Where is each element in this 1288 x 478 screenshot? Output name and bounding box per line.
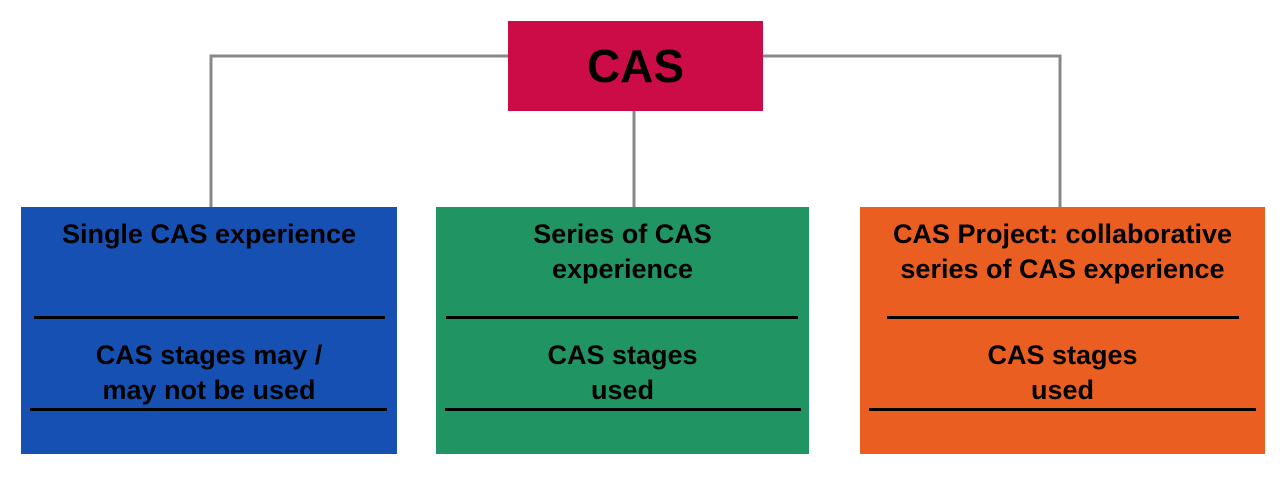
node-title-line-2: experience [551,254,694,284]
divider-bottom [869,408,1256,411]
node-title-line-1: CAS Project: collaborative [892,219,1233,249]
node-stages-line-2: used [590,375,655,405]
root-node-label: CAS [586,40,685,92]
node-stages-line-2: used [1030,375,1095,405]
node-title: CAS Project: collaborative series of CAS… [860,217,1265,287]
root-node-cas: CAS [508,21,763,111]
connector-right [763,54,1062,207]
node-title-text: Single CAS experience [61,219,357,249]
node-series-of-cas-experience: Series of CAS experience CAS stages used [436,207,809,454]
node-stages-line-1: CAS stages [987,340,1138,370]
node-single-cas-experience: Single CAS experience CAS stages may / m… [21,207,397,454]
node-stages-text: CAS stages used [436,338,809,408]
divider-bottom [30,408,387,411]
connector-left [209,54,508,207]
node-stages-line-1: CAS stages [547,340,698,370]
node-title-line-1: Series of CAS [533,219,712,249]
divider-top [887,316,1239,319]
divider-bottom [445,408,801,411]
divider-top [34,316,385,319]
node-stages-text: CAS stages may / may not be used [21,338,397,408]
divider-top [446,316,798,319]
node-stages-text: CAS stages used [860,338,1265,408]
node-stages-line-2: may not be used [102,375,316,405]
node-title: Single CAS experience [21,217,397,252]
node-stages-line-1: CAS stages may / [95,340,323,370]
node-title-line-2: series of CAS experience [900,254,1225,284]
node-cas-project: CAS Project: collaborative series of CAS… [860,207,1265,454]
node-title: Series of CAS experience [436,217,809,287]
